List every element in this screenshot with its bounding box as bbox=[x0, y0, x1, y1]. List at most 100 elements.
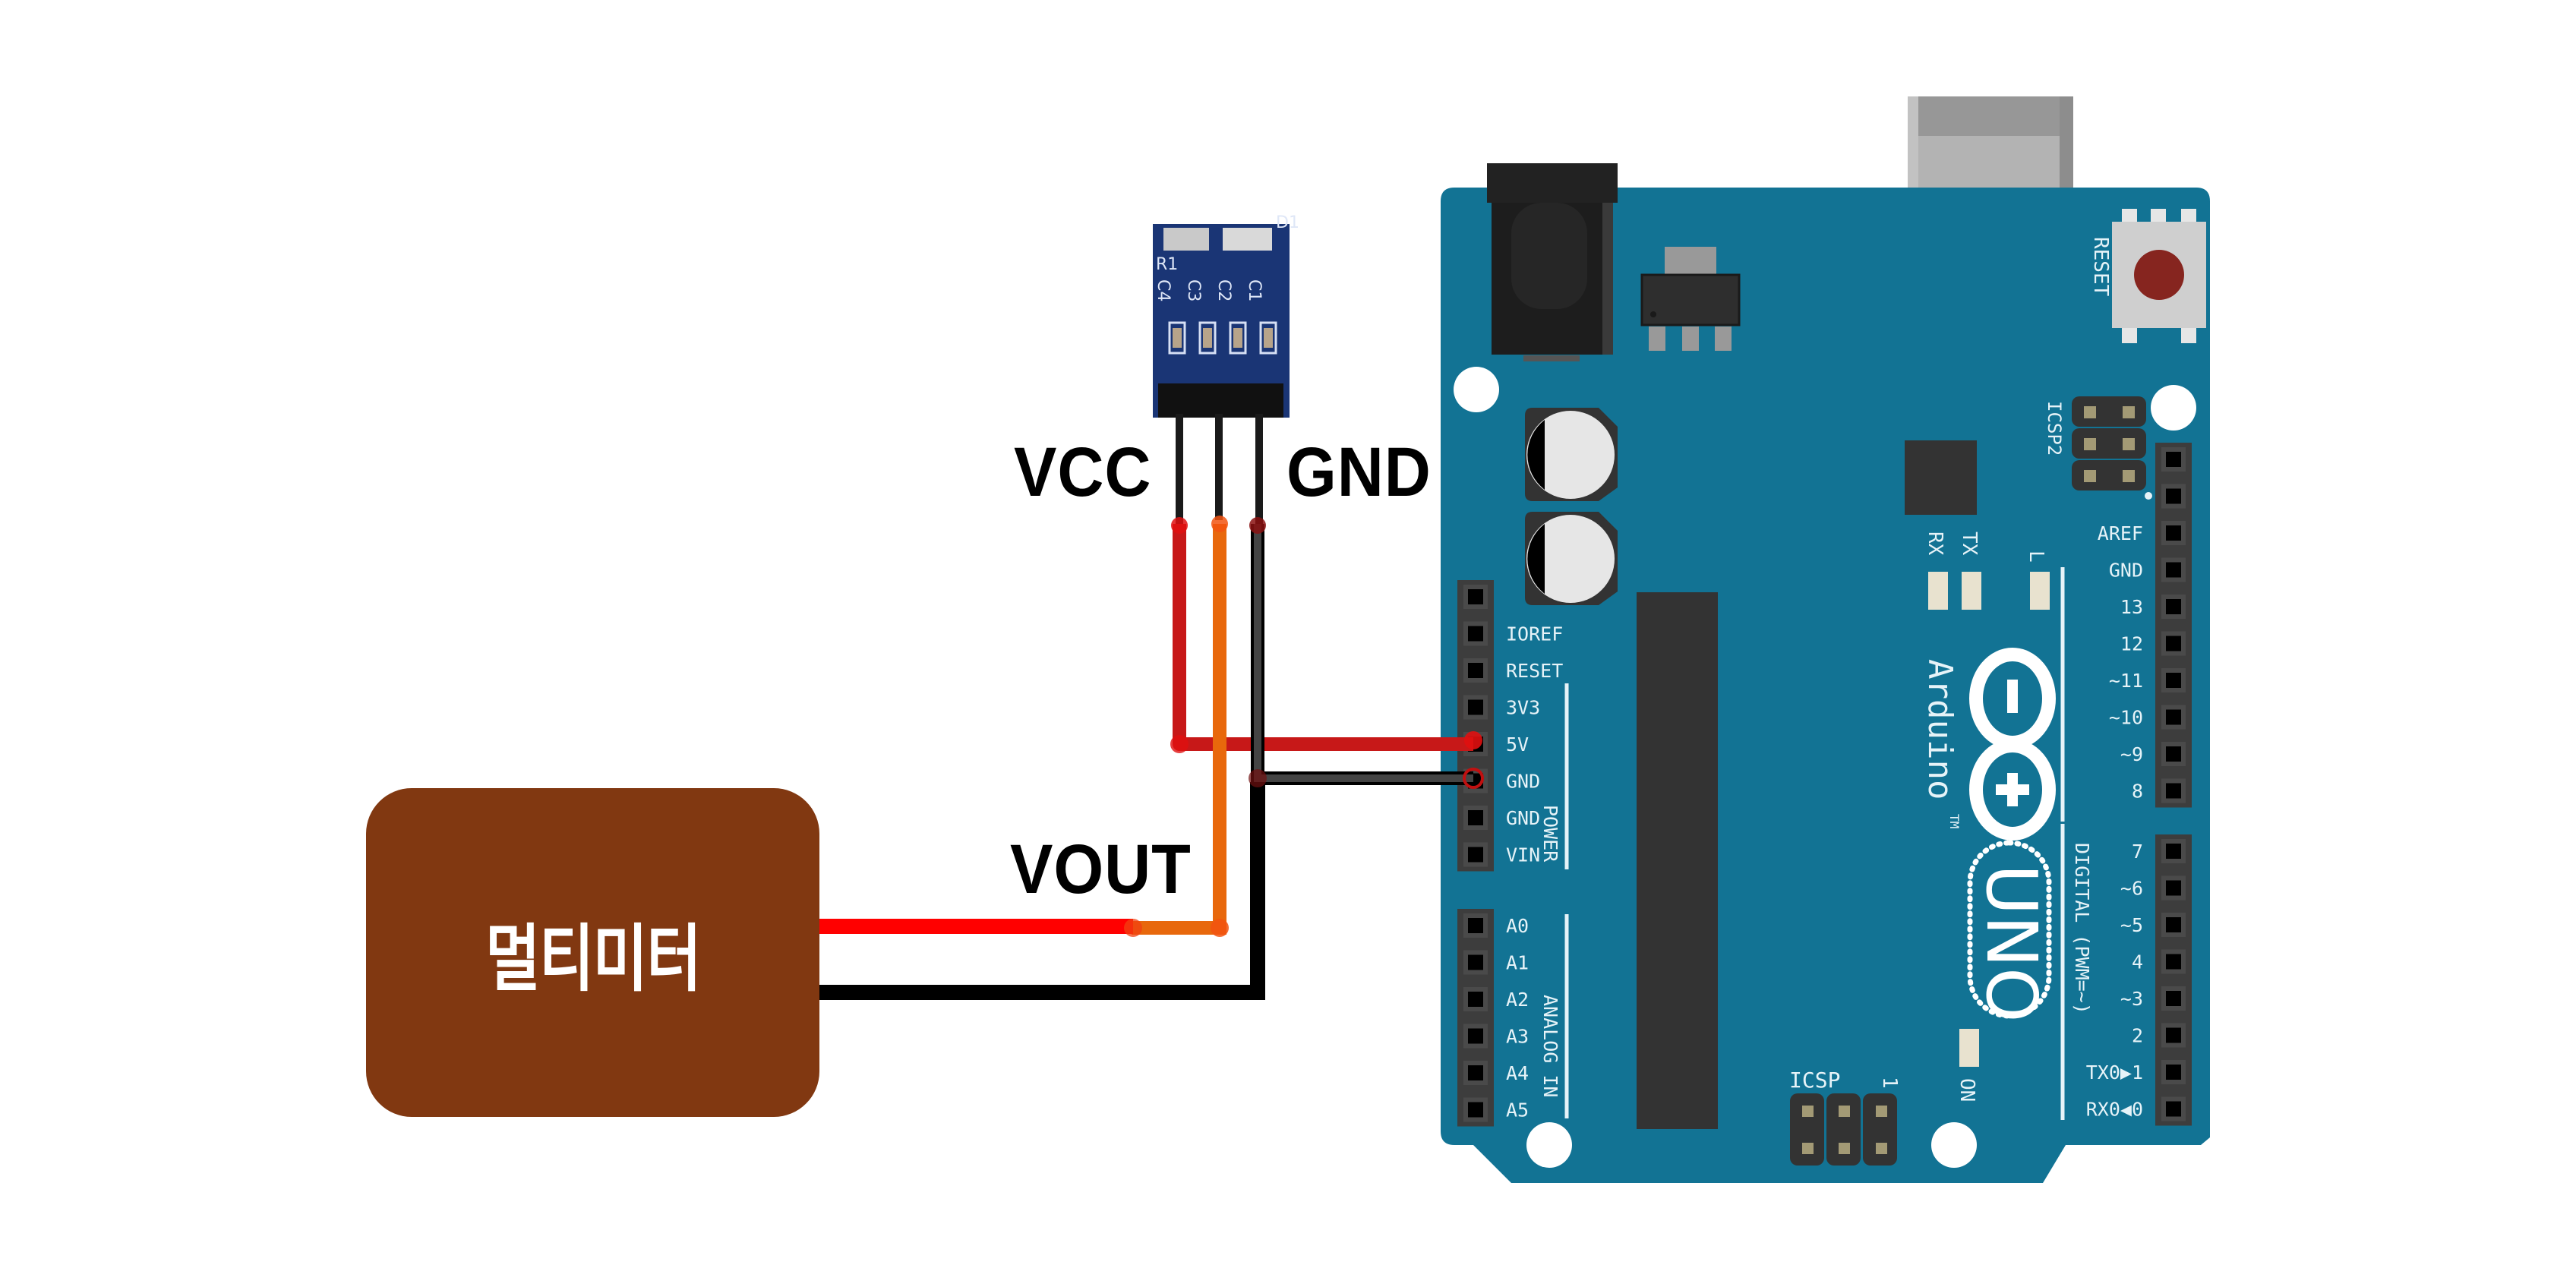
pin-label: RX0◀0 bbox=[2086, 1099, 2143, 1121]
header-pin[interactable] bbox=[2161, 1023, 2186, 1048]
module-silkscreen-label: D1 bbox=[1276, 213, 1299, 232]
on-label: ON bbox=[1956, 1078, 1978, 1102]
header-pin[interactable] bbox=[2161, 447, 2186, 472]
pin-label: A4 bbox=[1506, 1062, 1529, 1084]
wires bbox=[819, 414, 1484, 1000]
header-pin[interactable] bbox=[2161, 742, 2186, 766]
reset-label: RESET bbox=[2089, 237, 2112, 297]
trademark-text: TM bbox=[1947, 814, 1962, 828]
gnd-label: GND bbox=[1286, 434, 1432, 511]
header-pin[interactable] bbox=[1463, 621, 1488, 646]
pin-label: AREF bbox=[2098, 522, 2143, 544]
pin-label: 5V bbox=[1506, 733, 1529, 755]
icsp2-header[interactable] bbox=[2072, 396, 2152, 500]
icsp2-label: ICSP2 bbox=[2044, 401, 2065, 456]
pin-label: RESET bbox=[1506, 660, 1563, 682]
digital-section-label: DIGITAL (PWM=~) bbox=[2071, 843, 2093, 1014]
reset-button[interactable] bbox=[2112, 209, 2206, 343]
header-pin[interactable] bbox=[1463, 950, 1488, 975]
header-pin[interactable] bbox=[1463, 913, 1488, 938]
header-pin[interactable] bbox=[2161, 913, 2186, 937]
mounting-hole bbox=[1526, 1122, 1572, 1168]
header-pin[interactable] bbox=[2161, 521, 2186, 545]
header-pin[interactable] bbox=[1463, 695, 1488, 720]
pin-label: ~9 bbox=[2120, 743, 2143, 765]
pin-label: ~11 bbox=[2109, 670, 2143, 692]
icsp-pin1-label: 1 bbox=[1878, 1077, 1901, 1089]
module-silkscreen-label: C1 bbox=[1245, 279, 1264, 301]
uno-model-text: UNO bbox=[1971, 864, 2052, 1023]
pin-label: 13 bbox=[2120, 596, 2143, 618]
mounting-hole bbox=[1931, 1122, 1977, 1168]
pin-label: 7 bbox=[2132, 841, 2143, 863]
pin-label: ~10 bbox=[2109, 707, 2143, 729]
power-section-label: POWER bbox=[1539, 805, 1561, 863]
header-pin[interactable] bbox=[1463, 1097, 1488, 1122]
vcc-label: VCC bbox=[1014, 434, 1152, 511]
header-pin[interactable] bbox=[2161, 839, 2186, 863]
l-led-label: L bbox=[2025, 550, 2047, 563]
header-pin[interactable] bbox=[1463, 658, 1488, 683]
power-header: IOREF RESET 3V3 5V GND GND VIN bbox=[1457, 580, 1563, 872]
pin-label: GND bbox=[1506, 771, 1540, 793]
pin-label: A2 bbox=[1506, 989, 1529, 1011]
pin-label: A5 bbox=[1506, 1099, 1529, 1121]
pin-label: GND bbox=[1506, 807, 1540, 829]
pin-label: A0 bbox=[1506, 915, 1529, 937]
arduino-uno-board: RESET ICSP2 RX TX L Arduino bbox=[1441, 96, 2210, 1183]
pin-label: ~3 bbox=[2120, 988, 2143, 1010]
pin-label: A3 bbox=[1506, 1026, 1529, 1048]
header-pin[interactable] bbox=[2161, 705, 2186, 730]
arduino-logo-icon bbox=[1969, 648, 2056, 841]
header-pin[interactable] bbox=[2161, 631, 2186, 656]
header-pin[interactable] bbox=[1463, 806, 1488, 830]
tx-led-label: TX bbox=[1958, 532, 1981, 556]
header-pin[interactable] bbox=[2161, 595, 2186, 619]
wire-gnd-to-multimeter bbox=[819, 782, 1265, 1000]
capacitor bbox=[1525, 408, 1618, 501]
module-silkscreen-label: C2 bbox=[1214, 279, 1233, 301]
header-pin[interactable] bbox=[2161, 557, 2186, 582]
header-pin[interactable] bbox=[2161, 949, 2186, 974]
multimeter: 멀티미터 bbox=[366, 788, 819, 1117]
pin-label: 2 bbox=[2132, 1025, 2143, 1047]
pin-label: VIN bbox=[1506, 844, 1540, 866]
rx-led-label: RX bbox=[1924, 532, 1946, 556]
header-pin[interactable] bbox=[1463, 585, 1488, 609]
uno-badge bbox=[1967, 840, 2052, 1019]
analog-section-label: ANALOG IN bbox=[1539, 995, 1561, 1097]
pin-label: ~5 bbox=[2120, 914, 2143, 936]
pin-label: 8 bbox=[2132, 781, 2143, 803]
status-leds bbox=[1928, 572, 2050, 610]
header-pin[interactable] bbox=[2161, 778, 2186, 803]
header-pin[interactable] bbox=[1463, 987, 1488, 1011]
on-led bbox=[1959, 1029, 1979, 1067]
voltage-regulator bbox=[1640, 247, 1741, 351]
pin-label: GND bbox=[2109, 560, 2143, 582]
usb-interface-chip bbox=[1905, 440, 1977, 515]
module-silkscreen-label: R1 bbox=[1156, 255, 1178, 274]
pin-label: A1 bbox=[1506, 952, 1529, 974]
board-pcb bbox=[1441, 188, 2210, 1183]
header-pin[interactable] bbox=[2161, 986, 2186, 1011]
header-pin[interactable] bbox=[1463, 1061, 1488, 1085]
mounting-hole bbox=[2151, 385, 2196, 431]
pin-label: IOREF bbox=[1506, 623, 1563, 645]
pin-label: 3V3 bbox=[1506, 697, 1540, 719]
module-silkscreen-label: C4 bbox=[1154, 279, 1173, 301]
icsp-header[interactable] bbox=[1790, 1093, 1897, 1166]
header-pin[interactable] bbox=[1463, 1024, 1488, 1049]
header-pin[interactable] bbox=[1463, 842, 1488, 867]
arduino-brand-text: Arduino bbox=[1921, 659, 1959, 800]
header-pin[interactable] bbox=[2161, 1096, 2186, 1121]
pin-label: TX0▶1 bbox=[2086, 1061, 2143, 1084]
pin-label: ~6 bbox=[2120, 878, 2143, 900]
header-pin[interactable] bbox=[2161, 875, 2186, 901]
header-pin[interactable] bbox=[2161, 668, 2186, 692]
header-pin[interactable] bbox=[2161, 484, 2186, 509]
header-pin[interactable] bbox=[2161, 1060, 2186, 1084]
